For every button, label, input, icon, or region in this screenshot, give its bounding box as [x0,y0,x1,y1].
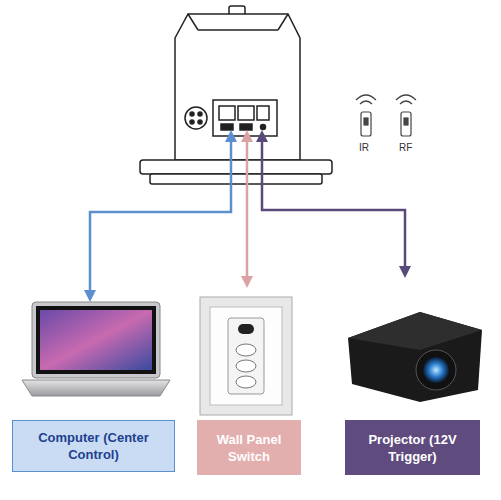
wall-switch-image [200,297,292,415]
box-label: Wall Panel Switch [202,431,296,465]
controller-bracket [140,6,332,184]
label-box: Computer (Center Control) [12,420,175,472]
projector-image [348,312,482,402]
signal-label: IR [359,142,369,153]
signal-label: RF [399,142,412,153]
label-box: Projector (12V Trigger) [345,420,480,475]
box-label: Projector (12V Trigger) [350,431,475,465]
laptop-image [22,302,170,396]
connection-arrows [84,130,411,302]
box-label: Computer (Center Control) [17,429,170,463]
wireless-icons [356,95,416,136]
label-box: Wall Panel Switch [197,420,301,475]
